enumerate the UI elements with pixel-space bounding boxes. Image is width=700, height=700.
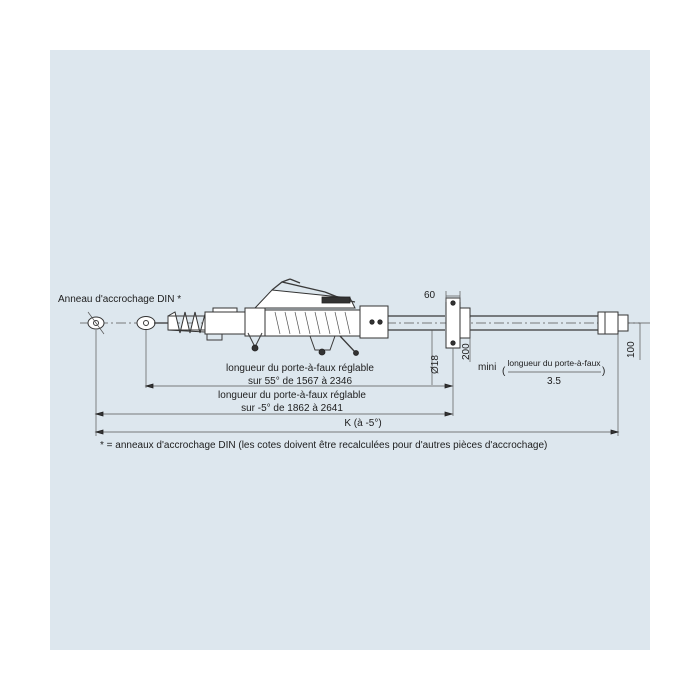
rear-tube <box>470 311 629 335</box>
svg-text:longueur du porte-à-faux régla: longueur du porte-à-faux réglable <box>226 363 374 374</box>
svg-text:longueur du porte-à-faux: longueur du porte-à-faux <box>507 358 601 368</box>
svg-text:): ) <box>602 366 605 377</box>
svg-text:200: 200 <box>461 343 472 360</box>
svg-text:3.5: 3.5 <box>547 376 561 387</box>
svg-text:mini: mini <box>478 362 496 373</box>
dim-diameter: Ø18 <box>430 330 441 385</box>
svg-text:Ø18: Ø18 <box>430 355 441 374</box>
drawbar-tube <box>388 315 445 331</box>
dim-100: 100 <box>626 322 650 360</box>
technical-drawing: Anneau d'accrochage DIN * <box>58 278 650 451</box>
svg-text:100: 100 <box>626 341 637 358</box>
din-ring-left <box>87 311 105 335</box>
footnote: * = anneaux d'accrochage DIN (les cotes … <box>100 440 547 451</box>
handbrake-lever <box>253 278 356 309</box>
spring-assembly <box>264 309 361 356</box>
mounting-flange <box>445 297 471 349</box>
ring-title: Anneau d'accrochage DIN * <box>58 294 181 305</box>
svg-text:longueur du porte-à-faux régla: longueur du porte-à-faux réglable <box>218 390 366 401</box>
coupling-head <box>204 307 266 352</box>
dim-60: 60 <box>424 290 461 302</box>
dim-200: 200 <box>461 318 472 362</box>
range-2: longueur du porte-à-faux réglable sur -5… <box>94 390 454 417</box>
svg-text:(: ( <box>502 366 506 377</box>
svg-text:K (à -5°): K (à -5°) <box>344 418 381 429</box>
bracket-block <box>359 305 389 339</box>
svg-text:sur -5° de 1862 à 2641: sur -5° de 1862 à 2641 <box>241 403 343 414</box>
svg-text:sur 55° de 1567 à 2346: sur 55° de 1567 à 2346 <box>248 376 353 387</box>
range-1: longueur du porte-à-faux réglable sur 55… <box>144 363 454 389</box>
din-ring-right <box>136 316 168 330</box>
mini-formula: mini ( longueur du porte-à-faux 3.5 ) <box>478 358 605 387</box>
bellows <box>167 311 206 334</box>
svg-text:60: 60 <box>424 290 436 301</box>
drawing-panel: Anneau d'accrochage DIN * <box>50 50 650 650</box>
dim-k: K (à -5°) <box>94 418 620 435</box>
